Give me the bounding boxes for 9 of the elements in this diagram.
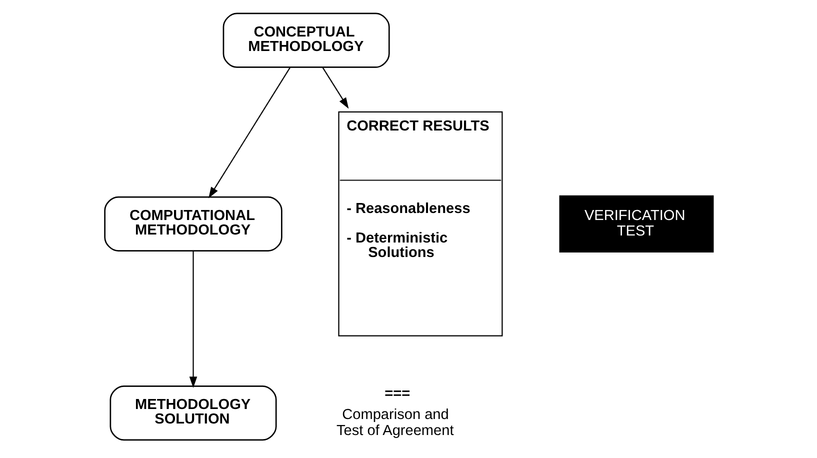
arrow xyxy=(188,250,197,388)
label: Comparison and Test of Agreement xyxy=(336,406,454,438)
arrow xyxy=(208,66,290,198)
node-box: VERIFICATION TEST xyxy=(558,194,714,252)
node-box: COMPUTATIONAL METHODOLOGY xyxy=(104,196,282,251)
node-box: CONCEPTUAL METHODOLOGY xyxy=(222,12,390,68)
label: === xyxy=(384,385,410,402)
arrow xyxy=(322,66,348,108)
node-box: METHODOLOGY SOLUTION xyxy=(109,385,276,440)
